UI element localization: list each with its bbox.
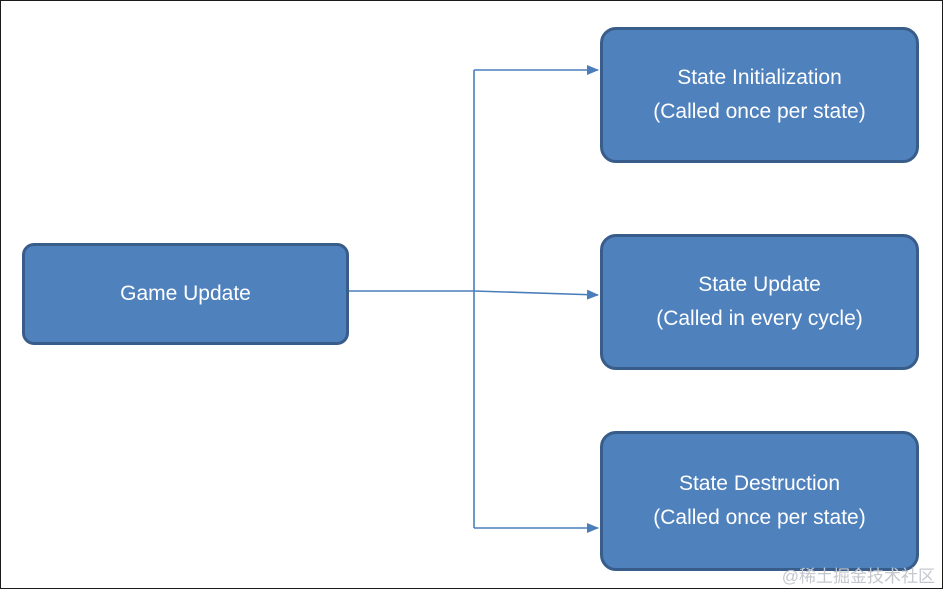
node-state-initialization-title: State Initialization: [677, 66, 842, 89]
node-state-initialization: State Initialization (Called once per st…: [600, 27, 919, 163]
node-game-update: Game Update: [22, 243, 349, 345]
node-state-update: State Update (Called in every cycle): [600, 234, 919, 370]
node-state-update-subtitle: (Called in every cycle): [656, 307, 863, 330]
node-state-destruction: State Destruction (Called once per state…: [600, 431, 919, 571]
node-state-destruction-title: State Destruction: [678, 472, 841, 495]
node-state-initialization-subtitle: (Called once per state): [653, 100, 866, 123]
watermark: @稀土掘金技术社区: [781, 567, 935, 586]
arrow-to-state-update: [473, 289, 599, 300]
node-game-update-label: Game Update: [120, 282, 251, 305]
node-state-update-title: State Update: [698, 273, 821, 296]
node-state-destruction-subtitle: (Called once per state): [653, 506, 866, 529]
